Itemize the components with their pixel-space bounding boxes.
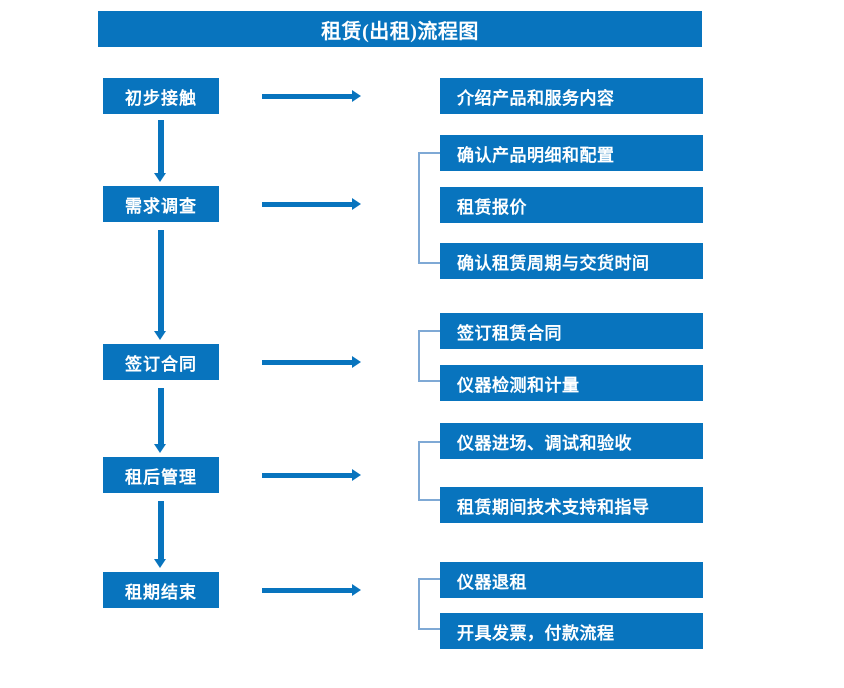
detail-box-sign-lease-agreement[interactable]: 签订租赁合同 <box>440 313 703 349</box>
right-arrow-to-details-3 <box>262 356 361 368</box>
group-bracket-post-lease-management <box>418 441 440 501</box>
stage-box-sign-contract[interactable]: 签订合同 <box>103 344 219 380</box>
stage-box-requirement-survey[interactable]: 需求调查 <box>103 186 219 222</box>
down-arrow-contact-to-survey <box>154 120 167 182</box>
right-arrow-to-details-1 <box>262 90 361 102</box>
detail-box-instrument-inspection[interactable]: 仪器检测和计量 <box>440 365 703 401</box>
down-arrow-survey-to-contract <box>154 230 167 340</box>
detail-box-instrument-delivery-commissioning[interactable]: 仪器进场、调试和验收 <box>440 423 703 459</box>
diagram-title: 租赁(出租)流程图 <box>98 11 702 47</box>
group-bracket-lease-end <box>418 578 440 630</box>
detail-box-lease-quotation[interactable]: 租赁报价 <box>440 187 703 223</box>
detail-box-confirm-product-details[interactable]: 确认产品明细和配置 <box>440 135 703 171</box>
detail-box-instrument-return[interactable]: 仪器退租 <box>440 562 703 598</box>
stage-box-post-lease-management[interactable]: 租后管理 <box>103 457 219 493</box>
stage-box-initial-contact[interactable]: 初步接触 <box>103 78 219 114</box>
group-bracket-sign-contract <box>418 330 440 382</box>
down-arrow-management-to-end <box>154 501 167 568</box>
stage-box-lease-end[interactable]: 租期结束 <box>103 572 219 608</box>
down-arrow-contract-to-management <box>154 388 167 453</box>
right-arrow-to-details-5 <box>262 584 361 596</box>
right-arrow-to-details-4 <box>262 469 361 481</box>
right-arrow-to-details-2 <box>262 198 361 210</box>
detail-box-technical-support[interactable]: 租赁期间技术支持和指导 <box>440 487 703 523</box>
detail-box-introduce-products[interactable]: 介绍产品和服务内容 <box>440 78 703 114</box>
group-bracket-requirement-survey <box>418 152 440 264</box>
detail-box-invoice-payment[interactable]: 开具发票，付款流程 <box>440 613 703 649</box>
detail-box-confirm-lease-period[interactable]: 确认租赁周期与交货时间 <box>440 243 703 279</box>
